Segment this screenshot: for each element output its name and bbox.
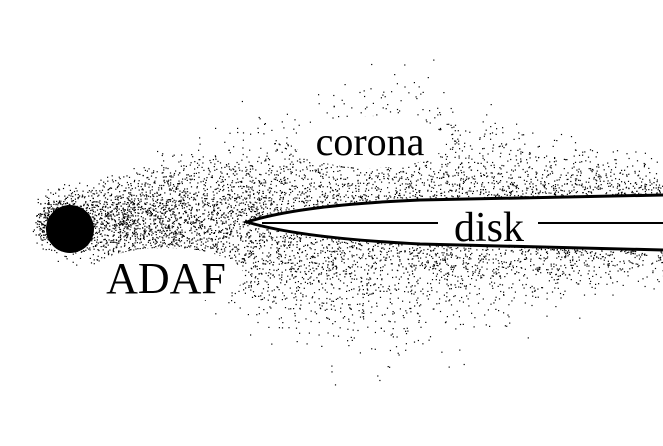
- corona-label-background: [294, 116, 446, 168]
- adaf-label-background: [88, 248, 244, 304]
- disk-label-background: [438, 205, 538, 243]
- corona-label: corona: [316, 119, 425, 164]
- disk-label: disk: [454, 205, 524, 251]
- adaf-label: ADAF: [106, 254, 226, 303]
- black-hole: [46, 205, 94, 253]
